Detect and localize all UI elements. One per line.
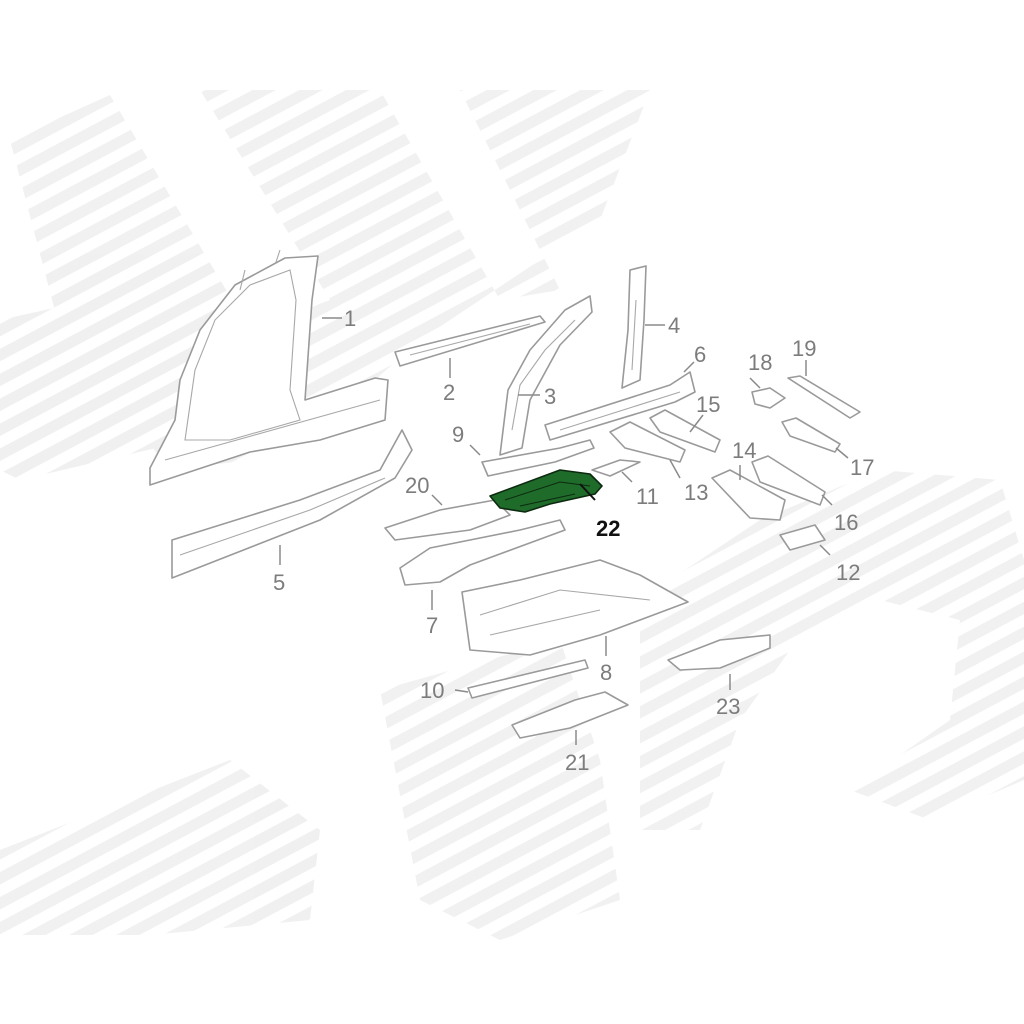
part-11-bracket [591,459,641,477]
callout-15: 15 [696,392,720,417]
part-7-crossmember [399,519,566,586]
callout-20: 20 [405,473,429,498]
part-2-rail [394,315,546,367]
part-8-floor-pan [461,559,689,656]
watermark [0,90,1024,940]
part-13-crossmember [609,421,686,463]
part-15-member [649,409,721,453]
part-17-member [781,417,841,453]
part-4-b-pillar [621,265,647,389]
callout-8: 8 [600,660,612,685]
callout-7: 7 [426,613,438,638]
callout-21: 21 [565,750,589,775]
leader-lines [279,317,849,745]
callout-17: 17 [850,455,874,480]
callout-14: 14 [732,438,756,463]
part-16-member [751,455,826,506]
callout-1: 1 [344,306,356,331]
callout-16: 16 [834,510,858,535]
part-6-rocker [544,371,696,441]
callout-12: 12 [836,560,860,585]
callout-23: 23 [716,694,740,719]
callout-22: 22 [596,516,620,541]
part-1-body-side-frame [149,249,389,486]
callout-5: 5 [273,570,285,595]
callout-2: 2 [443,380,455,405]
part-19-bar [787,375,861,419]
part-18-plate [751,387,786,409]
part-20-member [384,499,511,541]
part-9-panel [481,439,595,477]
part-14-member [711,469,786,521]
callout-18: 18 [748,350,772,375]
callout-10: 10 [420,678,444,703]
part-12-bracket [779,524,826,551]
part-10-strip [467,659,589,699]
callout-9: 9 [452,422,464,447]
callout-6: 6 [694,342,706,367]
part-21-member [511,691,629,739]
part-23-member [667,634,771,671]
callout-19: 19 [792,336,816,361]
part-3-pillar [499,295,593,456]
part-5-sill [171,429,413,579]
callout-13: 13 [684,480,708,505]
callout-4: 4 [668,313,680,338]
callout-3: 3 [544,384,556,409]
callout-labels: 1 2 3 4 5 6 7 8 9 10 11 12 13 14 15 16 1… [273,306,874,775]
callout-11: 11 [636,484,659,509]
